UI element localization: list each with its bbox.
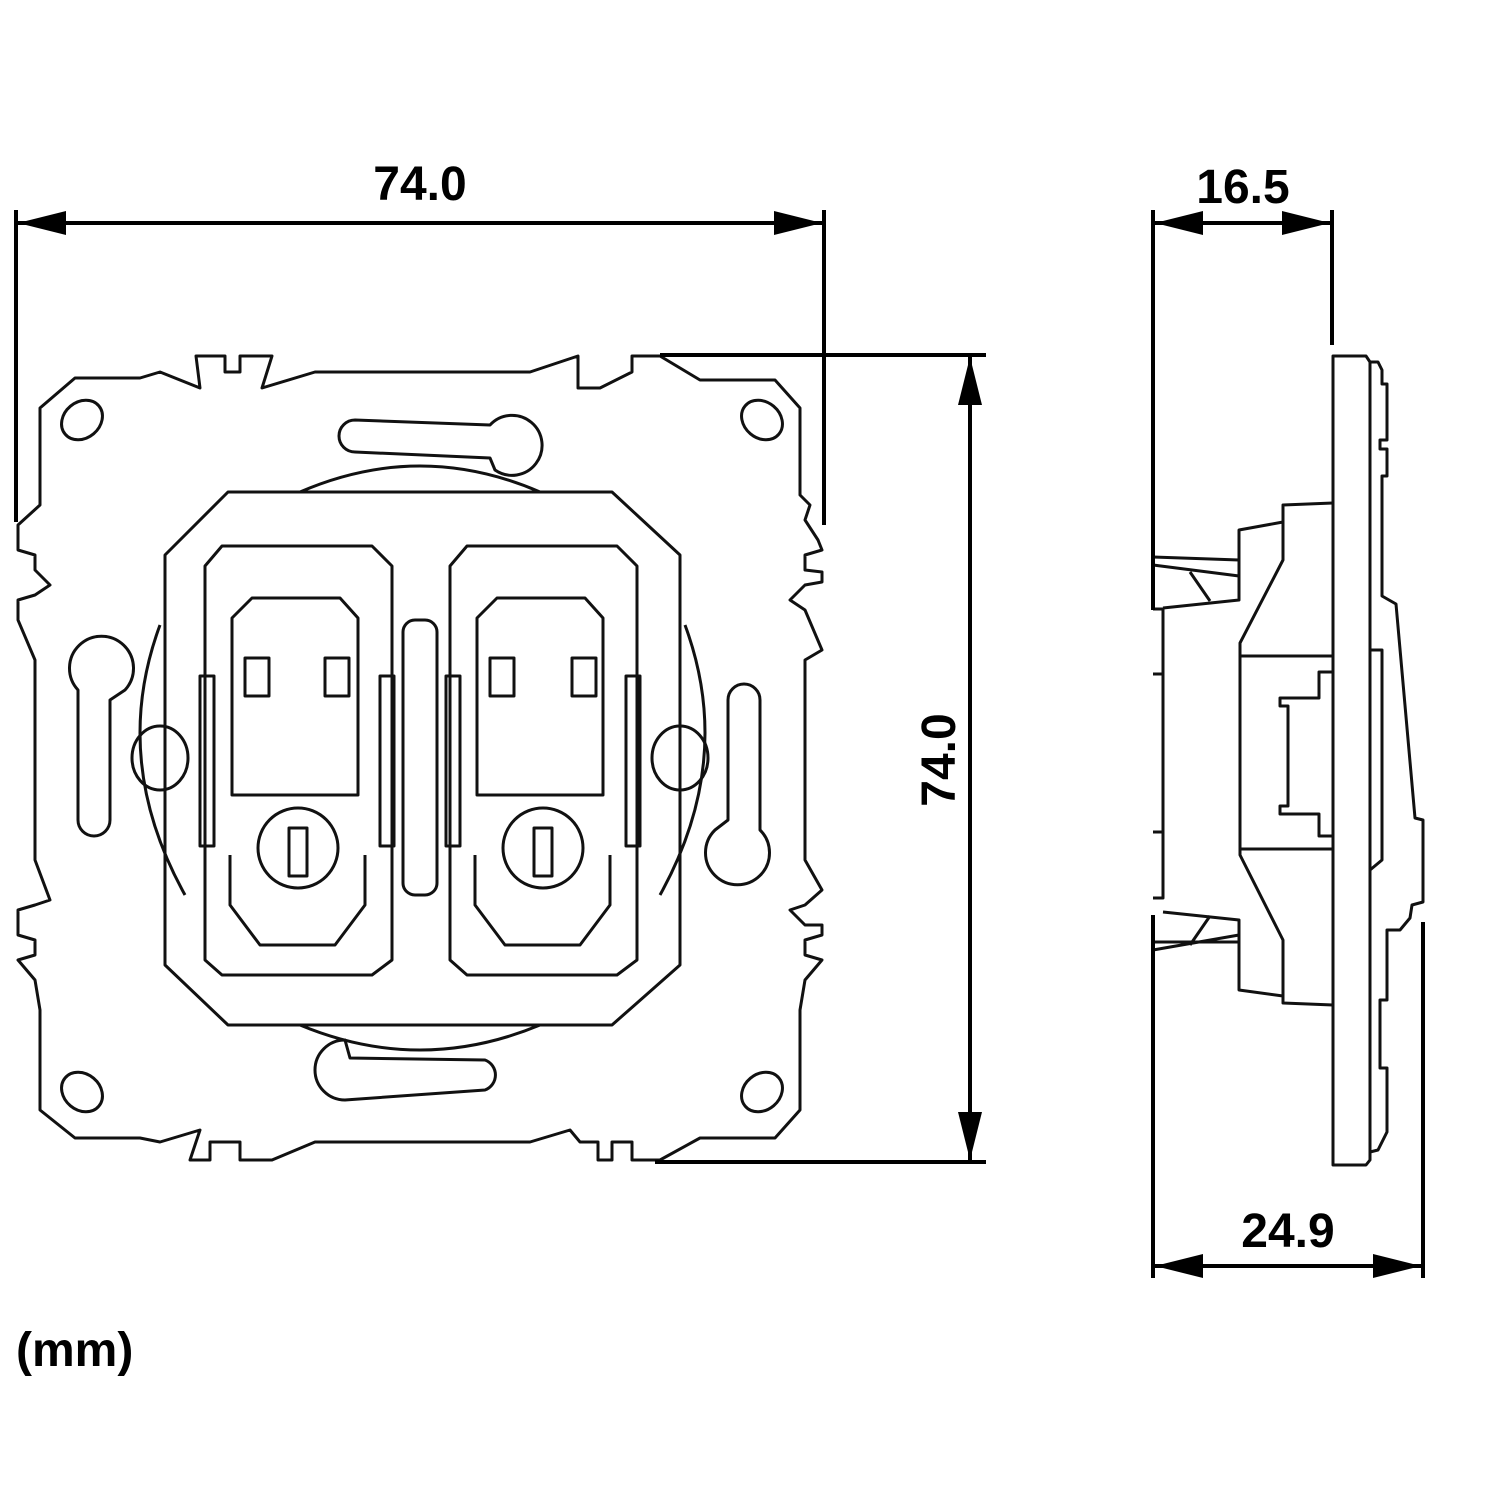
terminal-insert [1278,670,1333,838]
cover-plate [1331,354,1372,1167]
mechanism-body [1162,501,1334,1007]
mounting-hole-bottom-right [740,1070,784,1114]
mounting-frame-outline [16,354,824,1162]
socket-module-right [444,544,642,977]
front-view [16,354,824,1162]
dimension-height [655,353,986,1164]
slot-right [704,682,771,887]
unit-label: (mm) [16,1324,133,1377]
rear-connectors [1152,555,1240,952]
depth-top-label: 16.5 [1196,161,1289,214]
mounting-hole-top-right [740,398,784,442]
height-dimension-label: 74.0 [913,713,966,806]
width-dimension-label: 74.0 [373,158,466,211]
depth-bottom-label: 24.9 [1241,1205,1334,1258]
socket-module-left [198,544,396,977]
slot-bottom [313,1038,497,1102]
dimension-width [14,210,826,525]
dimension-depth-top [1151,210,1334,610]
slot-top [337,413,544,477]
mounting-hole-top-left [60,398,104,442]
dimension-depth-bottom [1151,915,1425,1278]
mounting-hole-bottom-left [60,1070,104,1114]
claw-left [130,724,190,792]
inner-profile [1369,648,1384,872]
slot-left [68,634,135,838]
side-view [1152,354,1425,1167]
front-profile [1369,360,1425,1154]
center-divider [401,618,439,897]
claw-right [650,724,710,792]
body-ring [138,464,707,1052]
central-body [163,490,682,1027]
